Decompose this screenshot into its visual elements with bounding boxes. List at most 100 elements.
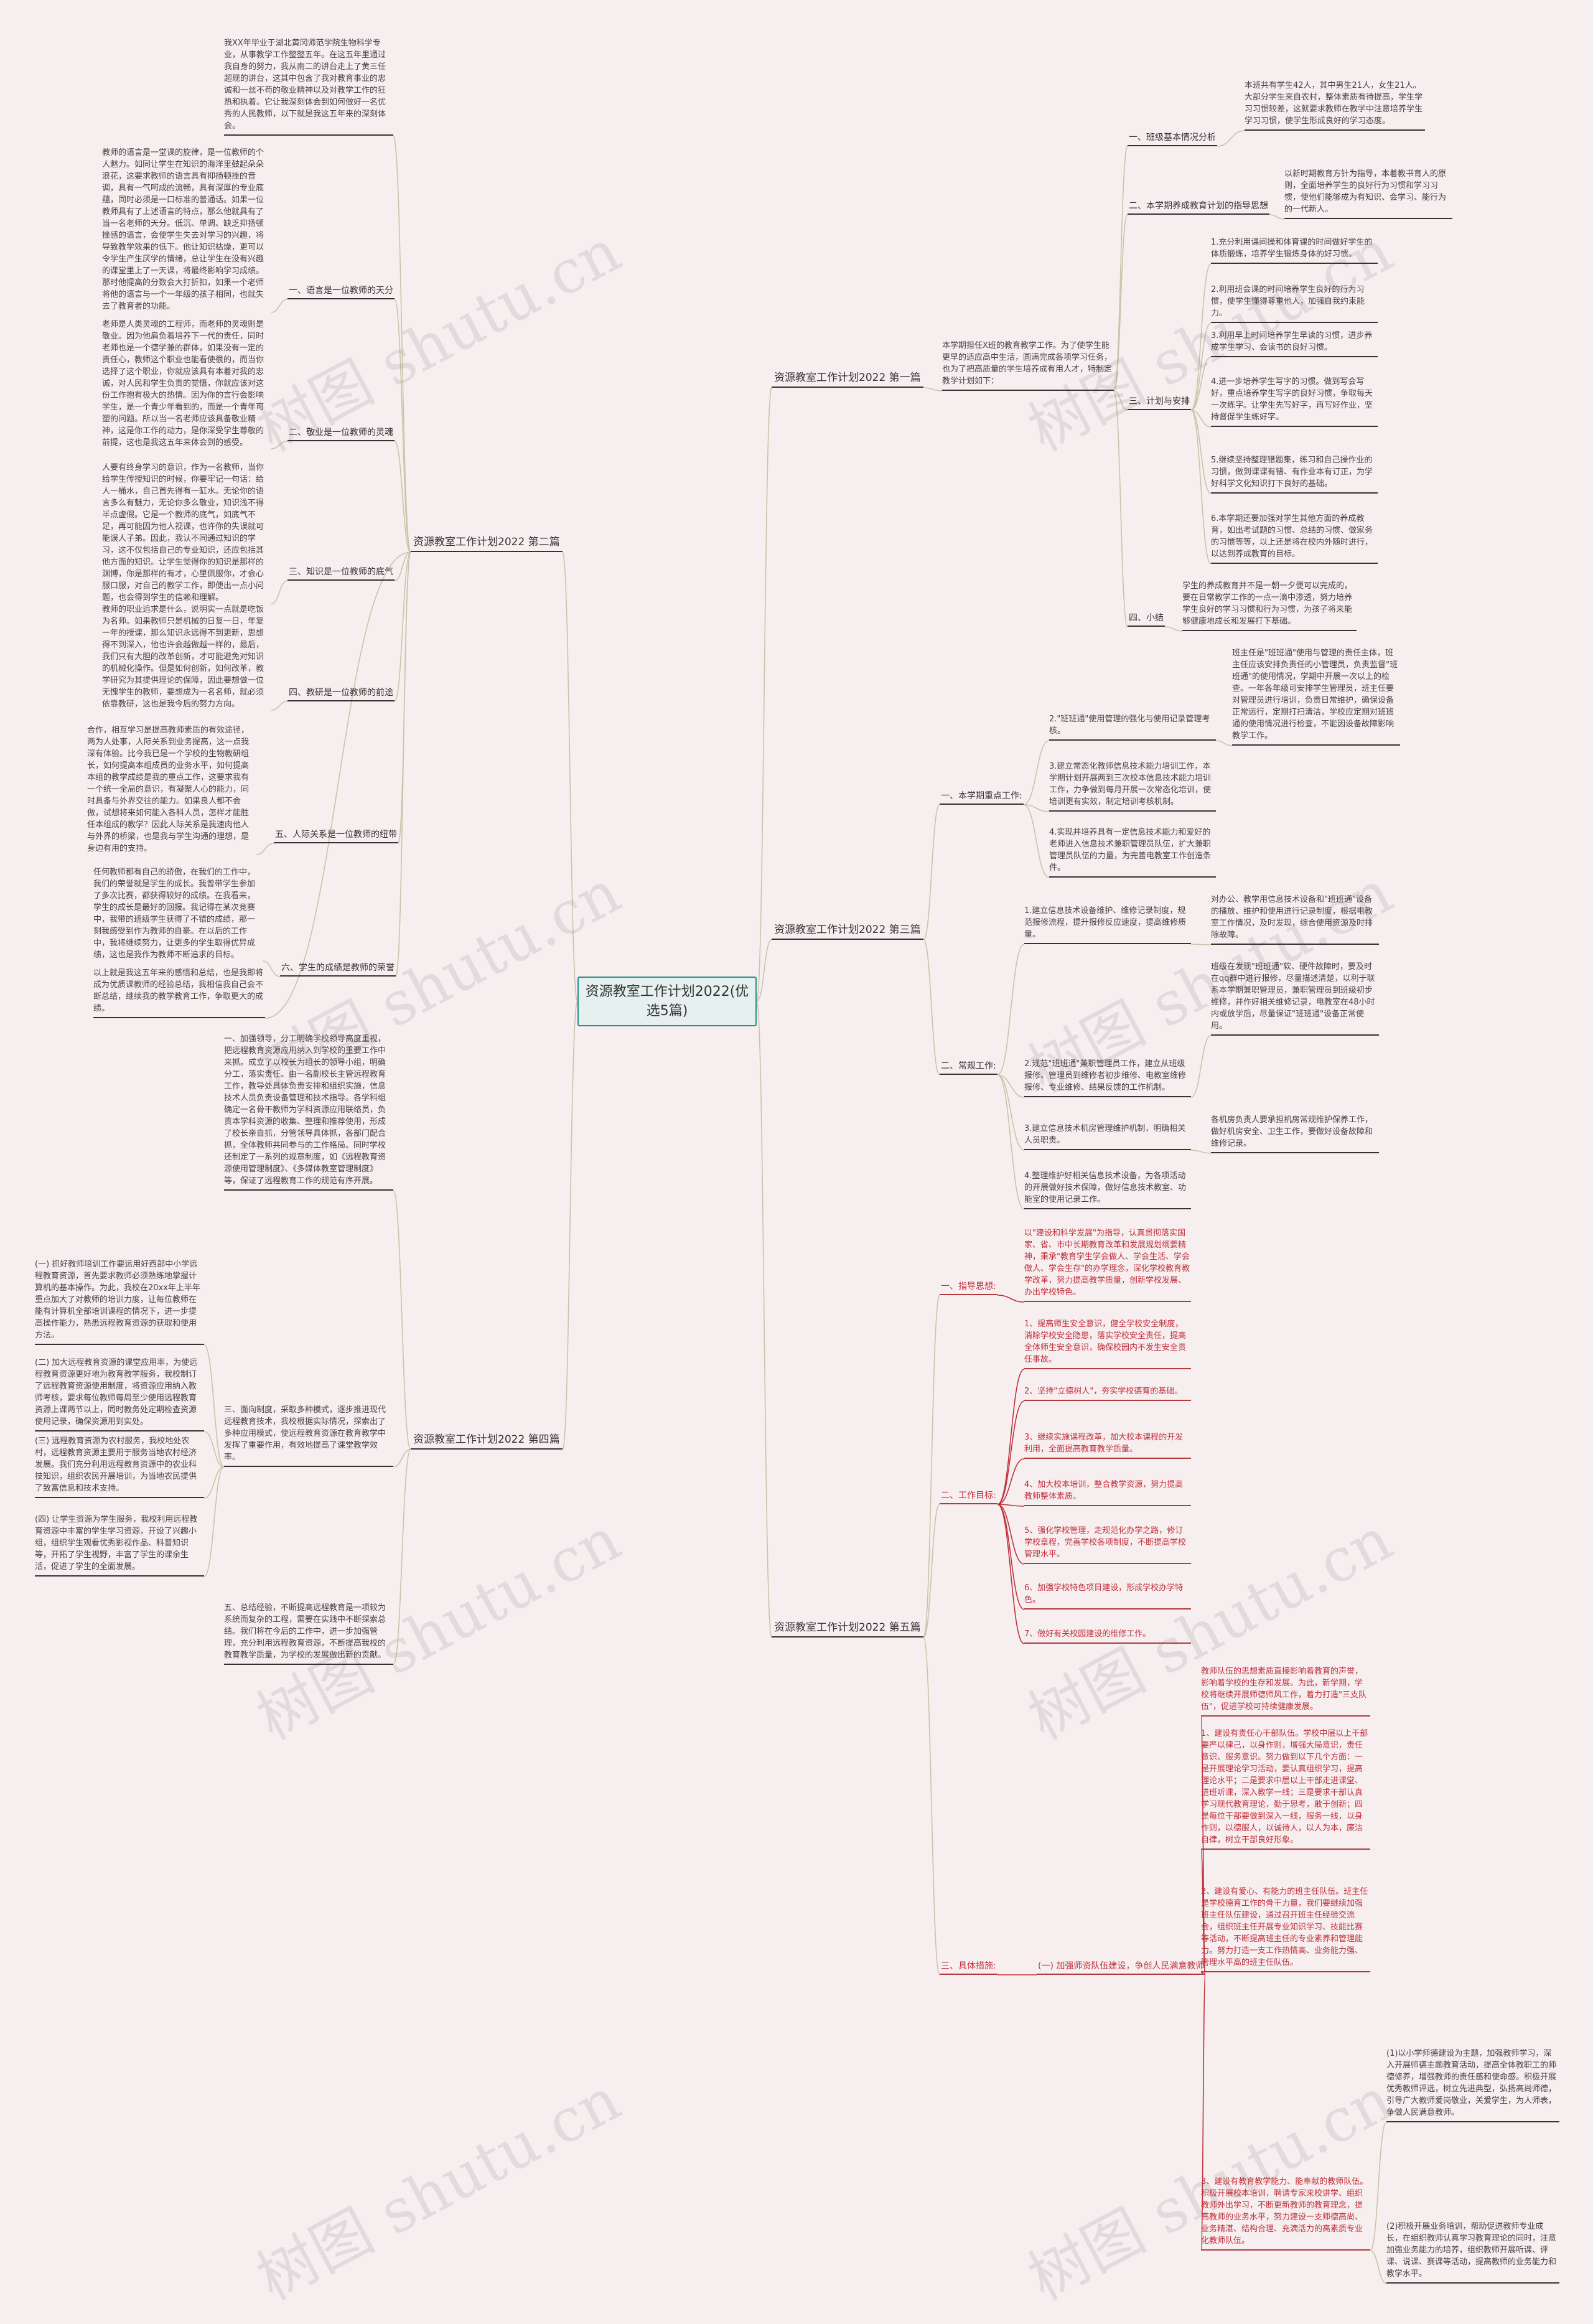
b1-s3-item3: 3.利用早上时间培养学生早读的习惯，进步养成学生学习、会读书的良好习惯。 (1211, 330, 1378, 357)
connector-line (1190, 1150, 1212, 1154)
b3-s2-item1: 1.建立信息技术设备维护、维修记录制度，规范报修流程，提升报修反应速度，提高维修… (1024, 905, 1191, 944)
b3-s1-item3: 3.建立常态化教师信息技术能力培训工作，本学期计划开展两到三次校本信息技术能力培… (1049, 761, 1216, 812)
b3-s2-item3: 3.建立信息技术机房管理维护机制，明确相关人员职责。 (1024, 1123, 1191, 1150)
connector-line (393, 135, 411, 553)
connector-line (393, 1190, 411, 1450)
b4-s2-p1: (一) 抓好教师培训工作要运用好西部中小学远程教育资源，首先要求教师必须熟练地掌… (35, 1258, 204, 1345)
b1-s2-text: 以新时期教育方针为指导，本着教书育人的原则，全面培养学生的良好行为习惯和学习习惯… (1284, 168, 1452, 219)
connector-line (756, 939, 772, 1002)
connector-line (394, 551, 411, 702)
b5-s2-label[interactable]: 二、工作目标: (940, 1490, 997, 1504)
b5-s3-r1: (1)以小学师德建设为主题，加强教师学习，深入开展师德主题教育活动，提高全体教职… (1386, 2048, 1559, 2122)
b4-s2-p3: (三) 远程教育资源为农村服务，我校地处农村，远程教育资源主要用于服务当地农村经… (35, 1435, 204, 1498)
connector-line (1023, 804, 1050, 812)
b5-s2-item4: 4、加大校本培训，整合教学资源，努力提高教师整体素质。 (1024, 1479, 1191, 1506)
b2-s2-text: 老师是人类灵魂的工程师，而老师的灵魂则是敬业。因为他肩负着培养下一代的责任，同时… (102, 320, 264, 447)
connector-line (1190, 357, 1212, 411)
b1-s3-label[interactable]: 三、计划与安排 (1128, 396, 1191, 410)
b3-s2-r2: 班级在发现"班班通"软、硬件故障时，要及时在qq群中进行报修，尽量描述清楚，以利… (1211, 961, 1379, 1036)
connector-line (923, 939, 940, 1075)
b2-s3-text: 人要有终身学习的意识，作为一名教师，当你给学生传授知识的时候，你要牢记一句话：给… (102, 463, 264, 602)
b2-s5-label[interactable]: 五、人际关系是一位教师的纽带 (274, 829, 398, 843)
connector-line (256, 843, 274, 855)
branch-5[interactable]: 资源教室工作计划2022 第五篇 (772, 1618, 923, 1638)
b3-s2-item2: 2.规范"班班通"兼职管理员工作，建立从班级报修、管理员到维修者初步维修、电教室… (1024, 1058, 1191, 1097)
connector-line (997, 1504, 1025, 1565)
connector-line (562, 551, 578, 1002)
b2-s6-label[interactable]: 六、学生的成绩是教师的荣誉 (280, 962, 396, 977)
root-topic[interactable]: 资源教室工作计划2022(优选5篇) (577, 977, 757, 1026)
b3-s1-item4: 4.实现并培养具有一定信息技术能力和爱好的老师进入信息技术兼职管理员队伍，扩大兼… (1049, 827, 1216, 878)
connector-line (923, 1504, 940, 1638)
b5-s3-r2: (2)积极开展业务培训，帮助促进教师专业成长，在组织教师认真学习教育理论的同时，… (1386, 2221, 1559, 2284)
b2-s4-text: 教师的职业追求是什么，说明实一点就是吃饭为名师。如果教师只是机械的日复一日，年复… (102, 605, 264, 709)
b5-s1-text: 以"建设和科学发展"为指导，认真贯彻落实国家、省、市中长期教育改革和发展规划纲要… (1024, 1227, 1191, 1302)
b5-s3-label[interactable]: 三、具体措施: (940, 1961, 997, 1975)
b4-s4-text: 五、总结经验，不断提高远程教育是一项较为系统而复杂的工程，需要在实践中不断探索总… (224, 1602, 393, 1665)
b5-s2-item7: 7、做好有关校园建设的维修工作。 (1024, 1628, 1191, 1644)
connector-line (923, 1637, 940, 1975)
connector-line (562, 1001, 578, 1450)
b5-s2-item1: 1、提高师生安全意识，健全学校安全制度，消除学校安全隐患，落实学校安全责任，提高… (1024, 1318, 1191, 1369)
connector-line (1190, 410, 1212, 494)
b5-s3-p1: 1、建设有责任心干部队伍。学校中层以上干部要严以律己，以身作则，增强大局意识，责… (1201, 1728, 1370, 1850)
connector-line (1113, 214, 1128, 391)
b1-s1-label[interactable]: 一、班级基本情况分析 (1128, 132, 1217, 146)
b5-s3-p2: 2、建设有爱心、有能力的班主任队伍。班主任是学校德育工作的骨干力量，我们要继续加… (1201, 1886, 1370, 1972)
connector-line (203, 1431, 225, 1468)
connector-line (203, 1466, 225, 1499)
b2-s2-label[interactable]: 二、敬业是一位教师的灵魂 (287, 427, 395, 441)
b4-s2-p2: (二) 加大远程教育资源的课堂应用率，为使远程教育资源更好地为教育教学服务，我校… (35, 1357, 204, 1431)
b3-s2-label[interactable]: 二、常规工作: (940, 1061, 997, 1075)
connector-line (1190, 410, 1212, 428)
connector-line (264, 551, 411, 1019)
connector-line (1023, 740, 1050, 805)
branch-3[interactable]: 资源教室工作计划2022 第三篇 (772, 921, 923, 940)
branch-4[interactable]: 资源教室工作计划2022 第四篇 (411, 1430, 563, 1450)
b2-s3-label[interactable]: 三、知识是一位教师的底气 (287, 566, 395, 581)
connector-line (203, 1466, 225, 1577)
b4-s2-p4: (四) 让学生资源为学生服务，我校利用远程教育资源中丰富的学生学习资源，开设了兴… (35, 1514, 204, 1577)
connector-line (1190, 410, 1212, 565)
connector-line (923, 1295, 940, 1638)
b3-s2-r1: 对办公、教学用信息技术设备和"班班通"设备的播放、维护和使用进行记录制度，根据电… (1211, 894, 1379, 945)
b5-s3-head[interactable]: (一) 加强师资队伍建设，争创人民满意教师 (1037, 1961, 1206, 1975)
b1-s3-item5: 5.继续坚持整理错题集，练习和自己操作业的习惯，做到课课有错、有作业本有订正，为… (1211, 454, 1378, 494)
connector-line (1113, 390, 1128, 627)
connector-line (997, 1504, 1025, 1610)
connector-line (1215, 740, 1233, 746)
connector-line (1269, 214, 1285, 220)
b2-s4-label[interactable]: 四、教研是一位教师的前途 (287, 687, 395, 701)
b1-intro: 本学期担任X班的教育教学工作。为了使学生能更早的适应高中生活，圆满完成各项学习任… (942, 340, 1114, 391)
branch-2[interactable]: 资源教室工作计划2022 第二篇 (411, 533, 563, 552)
b1-s2-label[interactable]: 二、本学期养成教育计划的指导思想 (1128, 200, 1269, 215)
b3-s2-item4: 4.整理维护好相关信息技术设备，为各项活动的开展做好技术保障，做好信息技术教室、… (1024, 1170, 1191, 1209)
connector-line (1190, 322, 1212, 411)
b2-s7-text: 以上就是我这五年来的感悟和总结，也是我即将成为优质课教师的经验总结，我相信我自己… (93, 967, 265, 1018)
b5-s1-label[interactable]: 一、指导思想: (940, 1281, 997, 1295)
connector-line (997, 1504, 1025, 1507)
b1-s3-item2: 2.利用班会课的时间培养学生良好的行为习惯，使学生懂得尊重他人，加强自我约束能力… (1211, 284, 1378, 323)
connector-line (271, 580, 288, 604)
b5-s2-item3: 3、继续实施课程改革，加大校本课程的开发利用，全面提高教育教学质量。 (1024, 1431, 1191, 1459)
connector-line (394, 551, 411, 581)
connector-line (997, 944, 1025, 1075)
b2-s1-label[interactable]: 一、语言是一位教师的天分 (287, 285, 395, 299)
connector-line (997, 1458, 1025, 1505)
b1-s3-item1: 1.充分利用课间操和体育课的时间做好学生的体质锻炼，培养学生锻炼身体的好习惯。 (1211, 237, 1378, 264)
connector-line (271, 701, 288, 711)
connector-line (997, 1295, 1025, 1303)
connector-line (394, 441, 411, 553)
connector-line (997, 1074, 1025, 1098)
b1-s4-label[interactable]: 四、小结 (1128, 612, 1165, 627)
connector-line (1113, 390, 1128, 411)
connector-line (997, 1504, 1025, 1644)
branch-1[interactable]: 资源教室工作计划2022 第一篇 (772, 368, 923, 388)
connector-line (1164, 626, 1183, 632)
connector-line (997, 1074, 1025, 1151)
connector-line (923, 387, 943, 391)
connector-line (997, 1369, 1025, 1505)
b3-s1-label[interactable]: 一、本学期重点工作: (940, 790, 1024, 805)
b4-s1-text: 一、加强领导，分工明确学校领导高度重视，把远程教育资源应用纳入到学校的重要工作中… (224, 1033, 393, 1191)
